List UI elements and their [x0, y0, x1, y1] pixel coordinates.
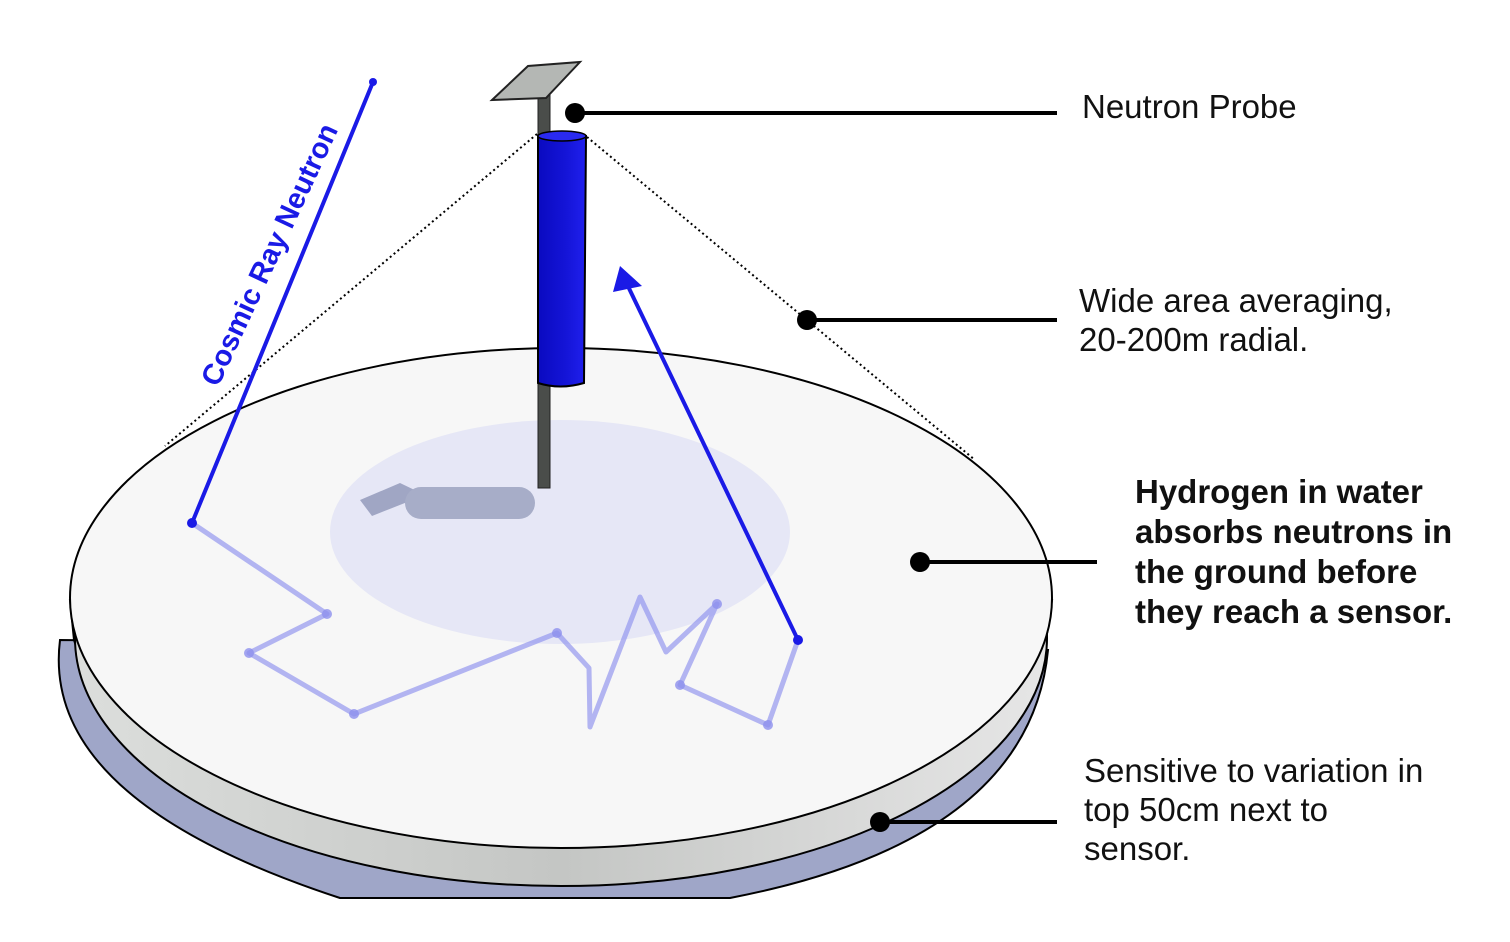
sensitive-label: Sensitive to variation in top 50cm next … [1084, 751, 1423, 868]
solar-panel-icon [489, 60, 583, 102]
hydrogen-line: Hydrogen in water [1135, 473, 1423, 510]
neutron-probe-label: Neutron Probe [1082, 88, 1297, 125]
averaging-line: 20-200m radial. [1079, 321, 1309, 358]
hydrogen-line: absorbs neutrons in [1135, 513, 1453, 550]
hydrogen-line: the ground before [1135, 553, 1418, 590]
averaging-line: Wide area averaging, [1079, 282, 1393, 319]
neutron-outgoing-arrow [623, 279, 800, 641]
averaging-label: Wide area averaging, 20-200m radial. [1079, 281, 1393, 359]
sensitive-line: Sensitive to variation in [1084, 752, 1424, 789]
footprint-area [330, 420, 790, 644]
leader-lines [575, 111, 1097, 824]
cosmic-ray-incoming [190, 80, 375, 525]
hydrogen-line: they reach a sensor. [1135, 593, 1453, 630]
sensitive-line: sensor. [1084, 830, 1191, 867]
cone-right [586, 136, 976, 461]
hydrogen-label: Hydrogen in water absorbs neutrons in th… [1135, 472, 1452, 632]
neutron-probe-cylinder [537, 135, 588, 388]
cone-left [164, 133, 538, 447]
cosmic-ray-label: Cosmic Ray Neutron [195, 119, 345, 391]
sensitive-line: top 50cm next to [1084, 791, 1328, 828]
